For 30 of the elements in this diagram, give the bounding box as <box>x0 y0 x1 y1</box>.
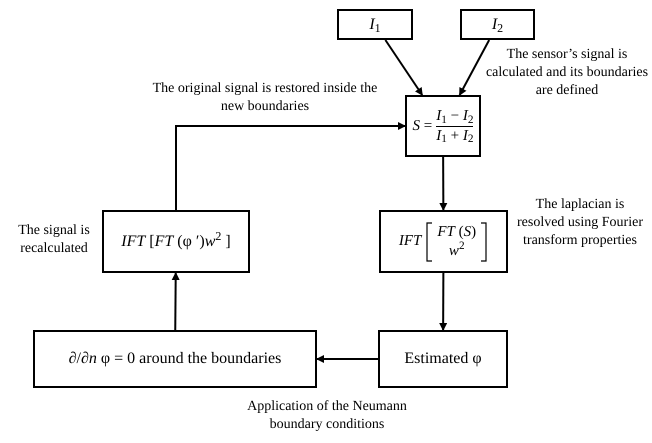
edge-label: The original signal is restored inside the new boundaries <box>152 80 378 116</box>
formula-text: ∂/∂n φ = 0 around the boundaries <box>68 350 282 367</box>
arrow <box>172 272 180 330</box>
formula-text: I$_{1}$ − I$_{2}$ <box>436 106 474 126</box>
process-box <box>337 9 413 40</box>
formula-text: IFT <box>398 232 422 252</box>
formula-text: I$_{2}$ <box>492 16 504 32</box>
annotation-text: The sensor’s signal is calculated and its boundaries are defined <box>484 46 650 100</box>
arrow <box>175 122 406 210</box>
arrow <box>316 355 378 363</box>
process-box <box>460 9 535 40</box>
arrow <box>384 39 424 96</box>
formula-text: S = <box>412 116 432 136</box>
arrow <box>439 157 448 211</box>
process-box <box>378 330 508 388</box>
formula-text: w$^{2}$ <box>448 242 465 260</box>
process-box <box>102 210 250 273</box>
process-box <box>379 210 508 273</box>
formula-text: FT (S) <box>437 222 476 242</box>
formula-text: IFT [FT (φ ′)w$^{2}$ ] <box>121 232 231 250</box>
annotation-text: The signal is recalculated <box>17 222 91 258</box>
formula-text: I$_{1}$ <box>369 16 381 32</box>
arrow <box>439 273 448 331</box>
arrow <box>458 40 490 96</box>
formula-text: Estimated φ <box>404 350 482 367</box>
formula-text: I$_{1}$ + I$_{2}$ <box>436 126 474 146</box>
annotation-text: The laplacian is resolved using Fourier transform properties <box>516 196 644 250</box>
annotation-text: Application of the Neumann boundary conditions <box>246 398 408 434</box>
process-box <box>33 330 317 388</box>
process-box <box>405 95 481 157</box>
